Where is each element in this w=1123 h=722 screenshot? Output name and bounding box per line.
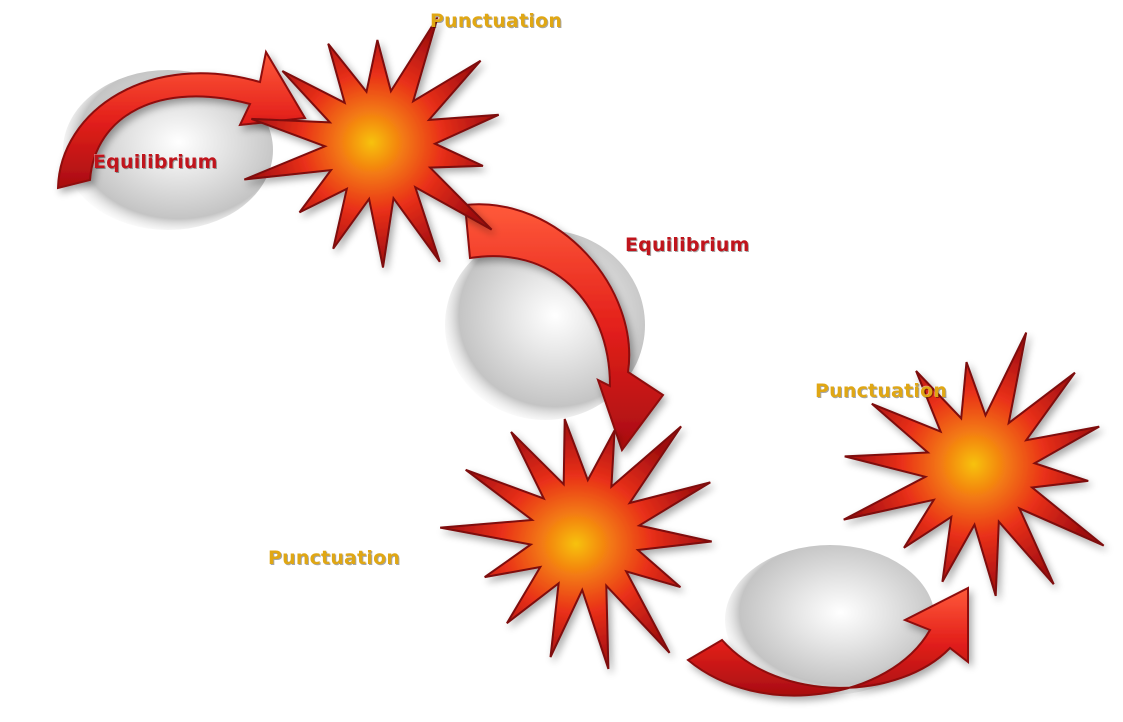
punctuation-label: Punctuation [430, 10, 562, 32]
equilibrium-label: Equilibrium [625, 234, 750, 256]
equilibrium-label: Equilibrium [93, 151, 218, 173]
starburst-icon [244, 17, 498, 267]
starburst-icon [440, 419, 712, 669]
punctuation-label: Punctuation [815, 380, 947, 402]
punctuation-label: Punctuation [268, 547, 400, 569]
